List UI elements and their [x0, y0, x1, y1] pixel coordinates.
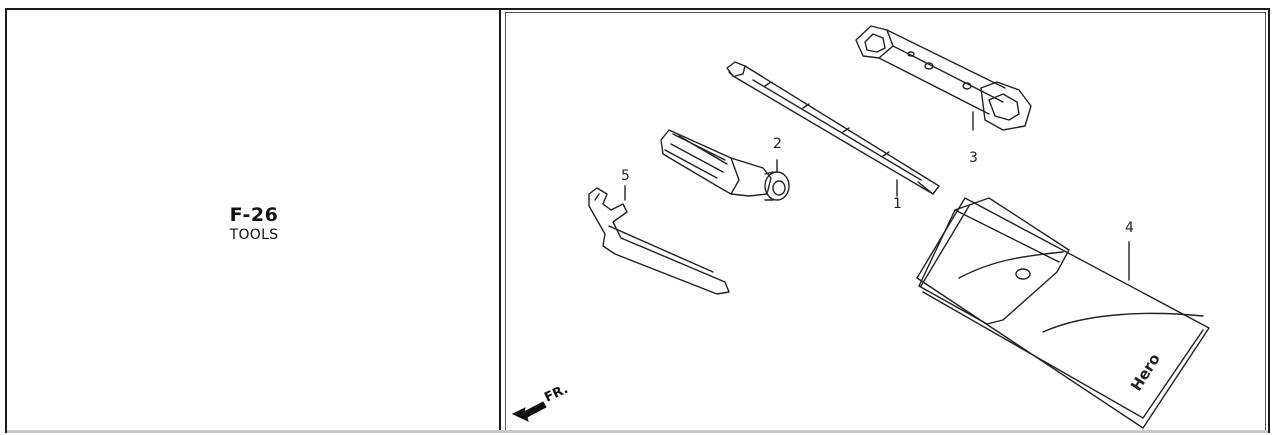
callout-1: 1 [893, 196, 902, 212]
tool-pouch-drawing [916, 197, 1210, 429]
callout-5: 5 [621, 168, 630, 184]
figure-caption-cell: F-26 TOOLS [7, 10, 501, 433]
front-direction-arrow [511, 401, 547, 422]
screwdriver-bit-drawing [726, 61, 940, 195]
parts-figure-table: F-26 TOOLS [5, 8, 1270, 433]
pouch-logo: Hero [1127, 350, 1164, 394]
tools-exploded-diagram: 1 2 3 4 5 Hero FR. [511, 25, 1210, 429]
hook-spanner-drawing [588, 187, 730, 295]
callout-3: 3 [969, 150, 978, 166]
callout-2: 2 [773, 136, 782, 152]
figure-code: F-26 [229, 204, 279, 226]
box-spanner-drawing [855, 25, 1032, 131]
callout-4: 4 [1125, 220, 1134, 236]
front-direction-label: FR. [542, 382, 570, 406]
diagram-cell: 1 2 3 4 5 Hero FR. [503, 10, 1268, 433]
diagram-border [505, 12, 1266, 433]
figure-caption: F-26 TOOLS [7, 204, 501, 244]
screwdriver-handle-drawing [660, 129, 790, 201]
figure-title: TOOLS [229, 227, 279, 243]
bottom-divider [7, 430, 1268, 433]
